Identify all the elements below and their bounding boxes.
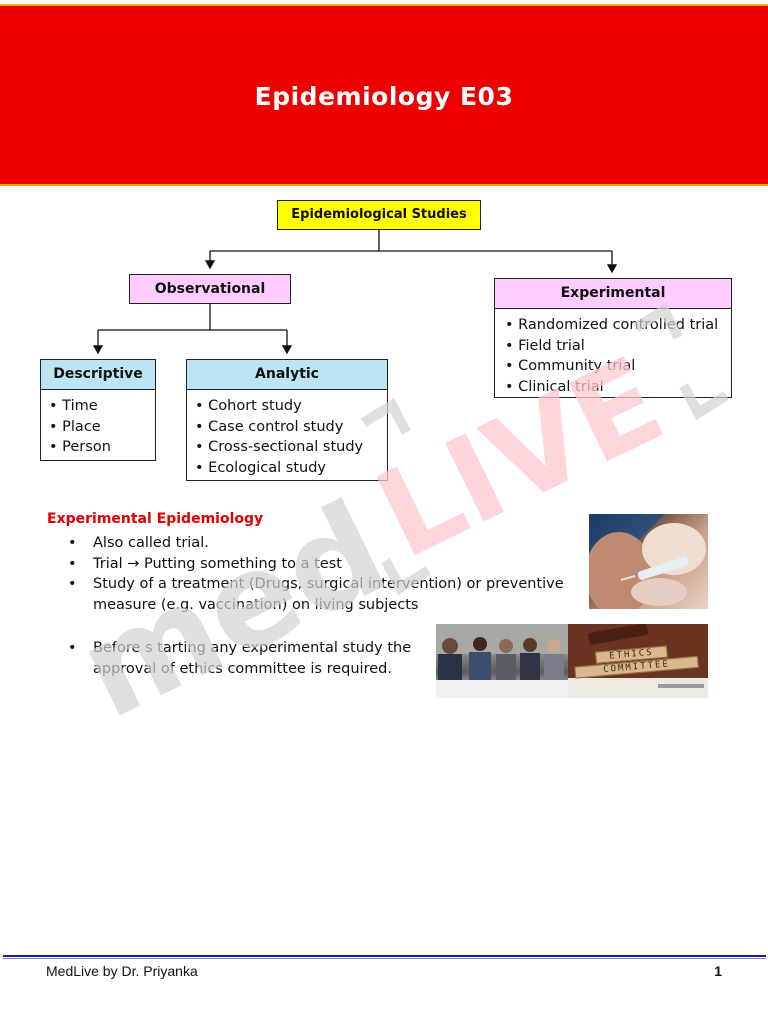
bullet-list: Also called trial. Trial → Putting somet… [68,533,568,615]
footer-credit: MedLive by Dr. Priyanka [46,963,198,979]
list-item: • Time [49,398,98,414]
list-item: • Person [49,439,111,455]
vaccination-photo [589,514,708,609]
experimental-node: Experimental [495,279,731,309]
committee-meeting-photo [436,624,568,698]
observational-node: Observational [129,274,291,304]
descriptive-panel: Descriptive • Time • Place • Person [40,359,156,461]
list-item: • Cross-sectional study [195,439,364,455]
descriptive-list: • Time • Place • Person [41,390,155,458]
bullet-item: Trial → Putting something to a test [68,554,568,575]
analytic-panel: Analytic • Cohort study • Case control s… [186,359,388,481]
section-heading: Experimental Epidemiology [47,511,264,527]
bullet-item: Study of a treatment (Drugs, surgical in… [68,574,568,615]
meeting-illustration [436,624,568,698]
root-node: Epidemiological Studies [277,200,481,230]
vaccination-illustration [589,523,706,609]
footer-rule [3,955,766,957]
descriptive-node: Descriptive [41,360,155,390]
diagram-connectors [92,230,618,355]
header-banner: Epidemiology E03 [0,4,768,186]
page-number: 1 [714,963,722,979]
list-item: • Cohort study [195,398,302,414]
page-title: Epidemiology E03 [254,82,514,111]
analytic-node: Analytic [187,360,387,390]
experimental-list: • Randomized controlled trial • Field tr… [495,309,731,397]
list-item: • Randomized controlled trial [505,317,719,333]
footer-rule-thin [3,958,766,959]
bullet-item: Also called trial. [68,533,568,554]
analytic-list: • Cohort study • Case control study • Cr… [187,390,387,478]
list-item: • Ecological study [195,459,327,476]
list-item: • Clinical trial [505,378,604,395]
experimental-panel: Experimental • Randomized controlled tri… [494,278,732,398]
bullet-item: Before s tarting any experimental study … [68,638,428,679]
list-item: • Community trial [505,358,636,374]
list-item: • Place [49,418,101,435]
ethics-committee-photo: ETHICS COMMITTEE [568,624,708,698]
bullet-list-2: Before s tarting any experimental study … [68,638,428,679]
list-item: • Case control study [195,418,344,435]
list-item: • Field trial [505,337,585,354]
